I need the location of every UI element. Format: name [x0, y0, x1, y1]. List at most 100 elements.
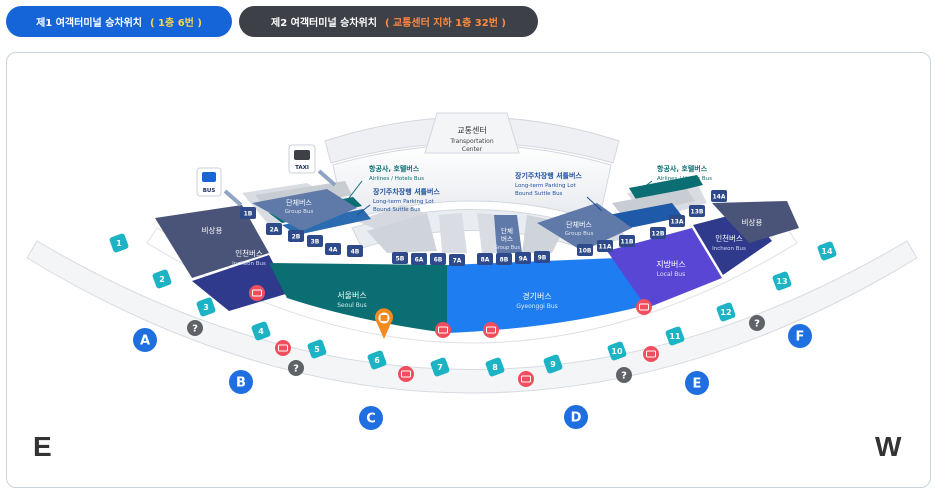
- bay-8b[interactable]: 8B: [496, 253, 512, 265]
- bay-8a[interactable]: 8A: [477, 253, 493, 265]
- bay-3b[interactable]: 3B: [307, 235, 323, 247]
- bay-label: 4B: [351, 249, 360, 256]
- callout-airline-right-en: Airlines / Hotels Bus: [657, 176, 712, 182]
- tab-terminal-2[interactable]: 제2 여객터미널 승차위치 ( 교통센터 지하 1층 32번 ): [239, 6, 538, 37]
- gate-markers: A B C D E F: [133, 324, 812, 430]
- bay-4b[interactable]: 4B: [347, 245, 363, 257]
- bay-11a[interactable]: 11A: [597, 240, 613, 252]
- callout-parking-left-ko: 장기주차장행 셔틀버스: [373, 187, 440, 196]
- gate-label: D: [571, 411, 582, 426]
- info-symbol: ?: [192, 324, 198, 335]
- stop-label: 13: [776, 277, 787, 286]
- bay-13b[interactable]: 13B: [689, 205, 705, 217]
- bay-label: 2A: [270, 227, 279, 234]
- stop-label: 1: [116, 239, 122, 248]
- info-icon[interactable]: ?: [288, 360, 304, 376]
- bay-label: 1B: [244, 211, 253, 218]
- bay-6b[interactable]: 6B: [430, 253, 446, 265]
- bay-10b[interactable]: 10B: [577, 244, 593, 256]
- bay-5b[interactable]: 5B: [392, 252, 408, 264]
- ticket-machine-icon: [249, 285, 265, 301]
- stop-label: 6: [374, 356, 380, 365]
- stop-12[interactable]: 12: [716, 302, 737, 323]
- gate-e[interactable]: E: [685, 371, 709, 395]
- transport-center-ko: 교통센터: [457, 125, 486, 135]
- ticket-machine-icon: [435, 322, 451, 338]
- gate-label: C: [366, 412, 376, 427]
- info-icon[interactable]: ?: [616, 367, 632, 383]
- taxi-icon: TAXI: [288, 144, 316, 174]
- boarding-map-svg: 교통센터 Transportation Center 단체버스 Group Bu…: [26, 112, 918, 430]
- ticket-machine-icon: [636, 299, 652, 315]
- stop-14[interactable]: 14: [817, 241, 838, 262]
- stop-8[interactable]: 8: [485, 357, 506, 378]
- tab-terminal-1-location: ( 1층 6번 ): [150, 18, 202, 29]
- stop-3[interactable]: 3: [196, 297, 217, 318]
- bay-label: 9B: [538, 255, 547, 262]
- zone-incheon-right-en: Incheon Bus: [712, 246, 746, 252]
- callout-parking-right-en1: Long-term Parking Lot: [515, 183, 577, 189]
- stop-2[interactable]: 2: [152, 269, 173, 290]
- callout-parking-left-line: [356, 204, 371, 216]
- stop-label: 10: [611, 347, 623, 356]
- ticket-machine-icon: [643, 346, 659, 362]
- stop-7[interactable]: 7: [430, 357, 451, 378]
- bay-9a[interactable]: 9A: [515, 252, 531, 264]
- stop-11[interactable]: 11: [665, 326, 686, 347]
- stop-4[interactable]: 4: [251, 321, 272, 342]
- bay-7a[interactable]: 7A: [449, 254, 465, 266]
- info-icon[interactable]: ?: [187, 320, 203, 336]
- bay-9b[interactable]: 9B: [534, 251, 550, 263]
- bay-2b[interactable]: 2B: [288, 230, 304, 242]
- stop-6[interactable]: 6: [367, 350, 388, 371]
- zone-local: [607, 228, 722, 308]
- stop-9[interactable]: 9: [543, 354, 564, 375]
- gate-label: E: [693, 377, 702, 392]
- info-icon[interactable]: ?: [749, 315, 765, 331]
- callout-airline-left-line: [348, 180, 363, 199]
- zone-reserve-right-label: 비상용: [742, 217, 763, 227]
- stop-1[interactable]: 1: [109, 233, 130, 254]
- gate-c[interactable]: C: [359, 406, 383, 430]
- zone-group-right-ko: 단체버스: [566, 220, 592, 229]
- zone-incheon-right-ko: 인천버스: [715, 233, 743, 243]
- zone-seoul-ko: 서울버스: [337, 290, 366, 300]
- bay-13a[interactable]: 13A: [669, 215, 685, 227]
- callout-parking-left-en2: Bound Suttle Bus: [373, 207, 421, 213]
- callout-parking-right-line: [586, 196, 603, 212]
- stop-label: 3: [203, 303, 209, 312]
- zone-group-center-ko2: 버스: [501, 234, 513, 243]
- stop-5[interactable]: 5: [307, 339, 328, 360]
- bay-label: 3B: [311, 239, 320, 246]
- stop-13[interactable]: 13: [772, 271, 793, 292]
- bay-12b[interactable]: 12B: [650, 227, 666, 239]
- callout-parking-right-en2: Bound Suttle Bus: [515, 191, 563, 197]
- bay-6a[interactable]: 6A: [411, 253, 427, 265]
- current-location-marker-icon[interactable]: [375, 308, 393, 339]
- bay-4a[interactable]: 4A: [325, 243, 341, 255]
- gate-f[interactable]: F: [788, 324, 812, 348]
- ticket-machine-icon: [483, 322, 499, 338]
- bay-1b[interactable]: 1B: [240, 207, 256, 219]
- taxi-icon-label: TAXI: [295, 165, 309, 171]
- zone-group-left-en: Group Bus: [285, 209, 314, 215]
- zone-incheon-left: [192, 255, 289, 311]
- taxi-arrow-icon: [317, 169, 337, 187]
- gate-a[interactable]: A: [133, 328, 157, 352]
- bay-14a[interactable]: 14A: [711, 190, 727, 202]
- zone-incheon-left-ko: 인천버스: [235, 248, 263, 258]
- tab-terminal-2-location: ( 교통센터 지하 1층 32번 ): [384, 18, 506, 29]
- bay-2a[interactable]: 2A: [266, 223, 282, 235]
- zone-local-en: Local Bus: [657, 271, 686, 278]
- callout-airline-right-line: [638, 180, 653, 192]
- bay-11b[interactable]: 11B: [619, 235, 635, 247]
- zone-group-left: [252, 189, 357, 231]
- gate-d[interactable]: D: [564, 405, 588, 429]
- stop-label: 8: [492, 363, 498, 372]
- stop-10[interactable]: 10: [607, 341, 628, 362]
- bay-label: 8B: [500, 257, 509, 264]
- tab-terminal-1[interactable]: 제1 여객터미널 승차위치 ( 1층 6번 ): [6, 6, 232, 37]
- gate-b[interactable]: B: [229, 370, 253, 394]
